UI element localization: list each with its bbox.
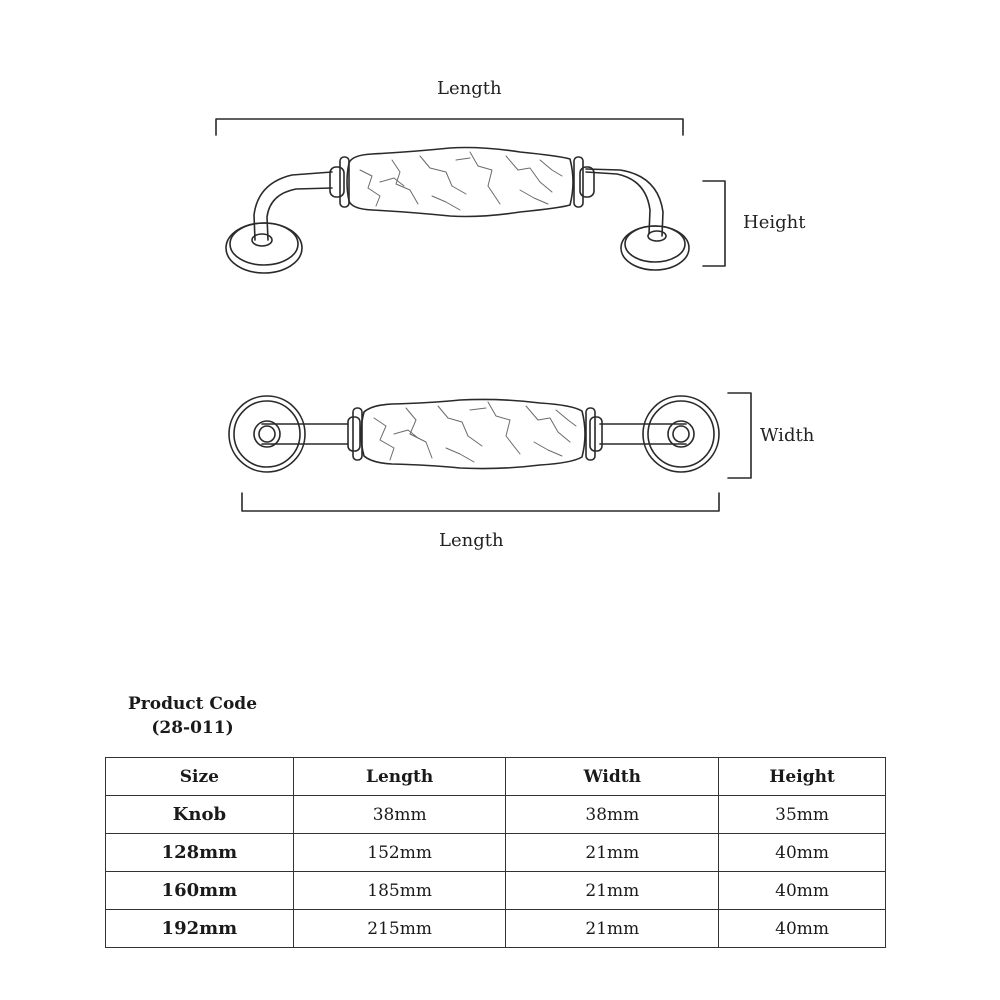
cell-length: 185mm	[292, 871, 507, 910]
product-code-block: Product Code (28-011)	[120, 692, 265, 740]
cell-length: 215mm	[292, 909, 507, 948]
height-label: Height	[743, 212, 806, 233]
handle-dimension-diagram	[215, 118, 752, 512]
width-label: Width	[760, 425, 815, 446]
cell-length: 152mm	[292, 833, 507, 872]
header-size: Size	[105, 757, 294, 796]
marble-veins-side	[359, 151, 563, 211]
cell-height: 40mm	[718, 909, 886, 948]
length-bracket-bottom	[241, 492, 720, 512]
table-row: 128mm 152mm 21mm 40mm	[105, 833, 886, 872]
height-bracket	[702, 180, 726, 267]
size-spec-table: Size Length Width Height Knob 38mm 38mm …	[105, 757, 886, 948]
product-code-heading: Product Code	[127, 694, 258, 714]
cell-height: 35mm	[718, 795, 886, 834]
cell-width: 21mm	[505, 833, 720, 872]
handle-side-view	[215, 118, 726, 274]
header-length: Length	[292, 757, 507, 796]
marble-veins-top	[373, 401, 577, 463]
cell-width: 21mm	[505, 909, 720, 948]
table-header-row: Size Length Width Height	[105, 757, 886, 796]
cell-width: 38mm	[505, 795, 720, 834]
cell-size: 160mm	[105, 871, 294, 910]
table-row: 160mm 185mm 21mm 40mm	[105, 871, 886, 910]
cell-size: 192mm	[105, 909, 294, 948]
table-row: Knob 38mm 38mm 35mm	[105, 795, 886, 834]
cell-height: 40mm	[718, 833, 886, 872]
table-row: 192mm 215mm 21mm 40mm	[105, 909, 886, 948]
length-label-top: Length	[437, 78, 502, 99]
cell-size: Knob	[105, 795, 294, 834]
width-bracket	[727, 392, 752, 479]
header-height: Height	[718, 757, 886, 796]
cell-height: 40mm	[718, 871, 886, 910]
cell-length: 38mm	[292, 795, 507, 834]
cell-width: 21mm	[505, 871, 720, 910]
length-bracket-top	[215, 118, 684, 136]
product-code-value: (28-011)	[151, 718, 234, 738]
cell-size: 128mm	[105, 833, 294, 872]
handle-top-view	[228, 392, 752, 512]
header-width: Width	[505, 757, 720, 796]
length-label-bottom: Length	[439, 530, 504, 551]
